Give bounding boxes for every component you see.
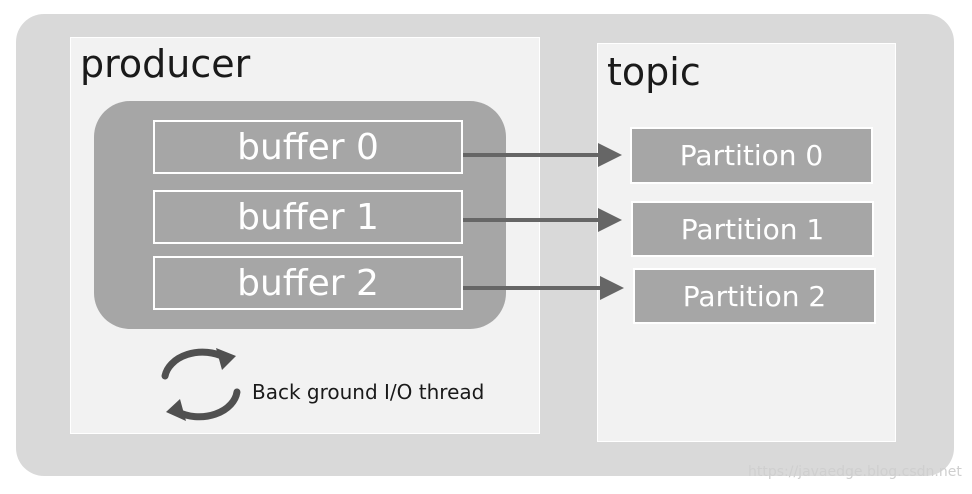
buffer-0: buffer 0	[153, 120, 463, 174]
partition-2: Partition 2	[633, 268, 876, 324]
buffer-1: buffer 1	[153, 190, 463, 244]
partition-0: Partition 0	[630, 127, 873, 184]
background-io-thread-label: Back ground I/O thread	[252, 380, 485, 404]
buffer-2: buffer 2	[153, 256, 463, 310]
partition-1: Partition 1	[631, 201, 874, 257]
topic-title: topic	[607, 50, 701, 94]
watermark: https://javaedge.blog.csdn.net	[748, 464, 962, 480]
cycle-arrows-icon	[161, 348, 241, 421]
producer-title: producer	[80, 42, 251, 86]
